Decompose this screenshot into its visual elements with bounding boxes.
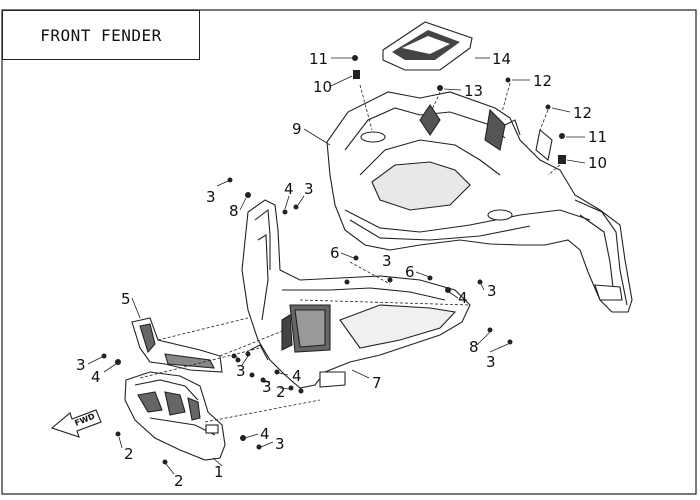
callout-10: 10 [313, 78, 332, 96]
diagram-title: FRONT FENDER [40, 25, 162, 45]
callout-8: 8 [469, 338, 479, 356]
callout-2: 2 [124, 445, 134, 463]
callout-3: 3 [76, 356, 86, 374]
forward-direction-arrow: FWD [50, 409, 102, 438]
callout-13: 13 [464, 82, 483, 100]
callout-4: 4 [458, 289, 468, 307]
part-7-front-panel [241, 199, 471, 389]
callout-3: 3 [486, 353, 496, 371]
leader-lines [87, 57, 586, 475]
callout-6: 6 [405, 263, 415, 281]
callout-4: 4 [292, 367, 302, 385]
callout-5: 5 [121, 290, 131, 308]
callout-3: 3 [487, 282, 497, 300]
callout-4: 4 [91, 368, 101, 386]
callout-2: 2 [174, 472, 184, 490]
callout-3: 3 [262, 378, 272, 396]
callout-9: 9 [292, 120, 302, 138]
callout-6: 6 [330, 244, 340, 262]
callout-14: 14 [492, 50, 511, 68]
callout-12: 12 [533, 72, 552, 90]
callout-4: 4 [284, 180, 294, 198]
callout-3: 3 [206, 188, 216, 206]
callout-7: 7 [372, 374, 382, 392]
callout-11: 11 [309, 50, 328, 68]
part-9-front-fender [326, 91, 633, 313]
callout-11: 11 [588, 128, 607, 146]
callout-4: 4 [260, 425, 270, 443]
callout-1: 1 [214, 463, 224, 481]
part-5-bracket [131, 317, 223, 373]
callout-12: 12 [573, 104, 592, 122]
callout-3: 3 [236, 362, 246, 380]
callout-10: 10 [588, 154, 607, 172]
callout-8: 8 [229, 202, 239, 220]
callout-2: 2 [276, 383, 286, 401]
callout-labels: 1 2 2 2 3 3 3 3 3 3 3 3 3 4 4 4 4 4 5 6 … [76, 50, 607, 490]
callout-3: 3 [382, 252, 392, 270]
callout-3: 3 [304, 180, 314, 198]
arrow-icon [50, 409, 102, 438]
part-14-top-cover [382, 21, 473, 71]
diagram-title-box: FRONT FENDER [2, 10, 200, 60]
fasteners [101, 55, 566, 465]
callout-3: 3 [275, 435, 285, 453]
diagram-border [1, 9, 697, 495]
part-1-lower-bumper [124, 371, 226, 461]
